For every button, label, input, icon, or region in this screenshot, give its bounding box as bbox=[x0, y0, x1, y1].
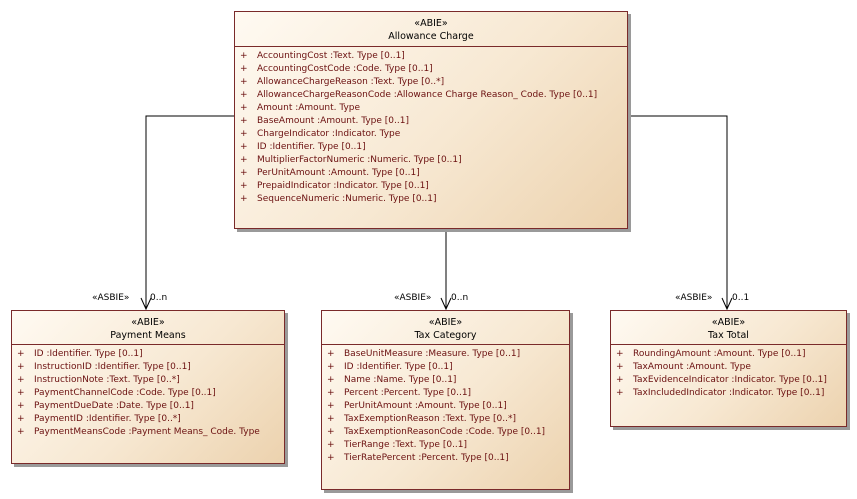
class-header: «ABIE» Tax Total bbox=[611, 311, 846, 345]
attribute-row: +Percent :Percent. Type [0..1] bbox=[327, 388, 472, 398]
attribute-row: +PaymentDueDate :Date. Type [0..1] bbox=[17, 401, 194, 411]
attribute-row: +PaymentMeansCode :Payment Means_ Code. … bbox=[17, 427, 260, 437]
class-name: Tax Category bbox=[414, 330, 477, 341]
attribute-row: +PerUnitAmount :Amount. Type [0..1] bbox=[327, 401, 507, 411]
class-name: Allowance Charge bbox=[388, 31, 474, 42]
attribute-row: +SequenceNumeric :Numeric. Type [0..1] bbox=[240, 194, 437, 204]
attribute-list: +RoundingAmount :Amount. Type [0..1] +Ta… bbox=[611, 345, 846, 400]
attribute-row: +BaseUnitMeasure :Measure. Type [0..1] bbox=[327, 349, 521, 359]
attribute-row: +TierRatePercent :Percent. Type [0..1] bbox=[327, 453, 509, 463]
attribute-row: +MultiplierFactorNumeric :Numeric. Type … bbox=[240, 155, 462, 165]
attribute-row: +RoundingAmount :Amount. Type [0..1] bbox=[616, 349, 806, 359]
connector-label-multiplicity: 0..n bbox=[150, 293, 168, 303]
connector-label-role: «ASBIE» bbox=[394, 293, 432, 303]
attribute-row: +TaxAmount :Amount. Type bbox=[616, 362, 751, 372]
attribute-list: +AccountingCost :Text. Type [0..1] +Acco… bbox=[235, 47, 627, 206]
stereotype-label: «ABIE» bbox=[428, 317, 463, 328]
connector-payment-means bbox=[145, 115, 234, 308]
attribute-row: +AccountingCostCode :Code. Type [0..1] bbox=[240, 64, 433, 74]
class-name: Payment Means bbox=[110, 330, 186, 341]
attribute-row: +BaseAmount :Amount. Type [0..1] bbox=[240, 116, 409, 126]
attribute-row: +PerUnitAmount :Amount. Type [0..1] bbox=[240, 168, 420, 178]
stereotype-label: «ABIE» bbox=[711, 317, 746, 328]
attribute-list: +BaseUnitMeasure :Measure. Type [0..1] +… bbox=[322, 345, 569, 465]
attribute-row: +PaymentID :Identifier. Type [0..*] bbox=[17, 414, 181, 424]
arrowhead-tax-category bbox=[440, 297, 452, 311]
stereotype-label: «ABIE» bbox=[414, 18, 448, 29]
attribute-row: +Name :Name. Type [0..1] bbox=[327, 375, 457, 385]
attribute-row: +AllowanceChargeReason :Text. Type [0..*… bbox=[240, 77, 445, 87]
attribute-row: +TaxExemptionReason :Text. Type [0..*] bbox=[327, 414, 516, 424]
class-tax-category[interactable]: «ABIE» Tax Category +BaseUnitMeasure :Me… bbox=[321, 310, 570, 490]
connector-label-multiplicity: 0..1 bbox=[732, 293, 750, 303]
class-header: «ABIE» Payment Means bbox=[12, 311, 284, 345]
connector-label-role: «ASBIE» bbox=[92, 293, 130, 303]
stereotype-label: «ABIE» bbox=[131, 317, 165, 328]
class-payment-means[interactable]: «ABIE» Payment Means +ID :Identifier. Ty… bbox=[11, 310, 285, 464]
connector-tax-total bbox=[627, 115, 728, 308]
arrowhead-tax-total bbox=[721, 297, 733, 311]
attribute-row: +AllowanceChargeReasonCode :Allowance Ch… bbox=[240, 90, 598, 100]
connector-label-role: «ASBIE» bbox=[675, 293, 713, 303]
attribute-row: +TierRange :Text. Type [0..1] bbox=[327, 440, 468, 450]
connector-label-multiplicity: 0..n bbox=[451, 293, 469, 303]
attribute-row: +ID :Identifier. Type [0..1] bbox=[327, 362, 453, 372]
attribute-row: +TaxExemptionReasonCode :Code. Type [0..… bbox=[327, 427, 546, 437]
attribute-row: +AccountingCost :Text. Type [0..1] bbox=[240, 51, 405, 61]
attribute-row: +InstructionID :Identifier. Type [0..1] bbox=[17, 362, 191, 372]
attribute-row: +PrepaidIndicator :Indicator. Type [0..1… bbox=[240, 181, 429, 191]
attribute-row: +ChargeIndicator :Indicator. Type bbox=[240, 129, 401, 139]
arrowhead-payment-means bbox=[140, 297, 152, 311]
class-name: Tax Total bbox=[708, 330, 749, 341]
class-allowance-charge[interactable]: «ABIE» Allowance Charge +AccountingCost … bbox=[234, 11, 628, 229]
class-header: «ABIE» Allowance Charge bbox=[235, 12, 627, 47]
attribute-row: +TaxIncludedIndicator :Indicator. Type [… bbox=[616, 388, 825, 398]
attribute-row: +ID :Identifier. Type [0..1] bbox=[240, 142, 366, 152]
attribute-row: +ID :Identifier. Type [0..1] bbox=[17, 349, 143, 359]
attribute-list: +ID :Identifier. Type [0..1] +Instructio… bbox=[12, 345, 284, 439]
attribute-row: +InstructionNote :Text. Type [0..*] bbox=[17, 375, 180, 385]
attribute-row: +TaxEvidenceIndicator :Indicator. Type [… bbox=[616, 375, 827, 385]
class-tax-total[interactable]: «ABIE» Tax Total +RoundingAmount :Amount… bbox=[610, 310, 847, 427]
attribute-row: +PaymentChannelCode :Code. Type [0..1] bbox=[17, 388, 216, 398]
class-header: «ABIE» Tax Category bbox=[322, 311, 569, 345]
attribute-row: +Amount :Amount. Type bbox=[240, 103, 361, 113]
